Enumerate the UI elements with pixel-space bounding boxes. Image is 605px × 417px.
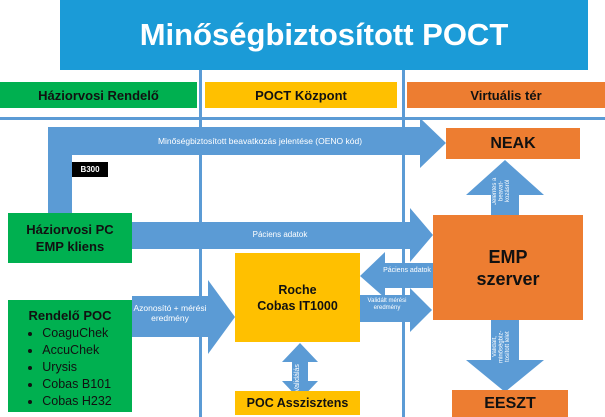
poc-device: Cobas B101 — [42, 376, 112, 393]
validalas-arrow — [282, 343, 318, 400]
oeno-arrow-label: Minőségbiztosított beavatkozás jelentése… — [157, 136, 363, 146]
lelet-arrow — [466, 320, 544, 392]
poc-device: AccuChek — [42, 342, 112, 359]
roche-cobas-box: Roche Cobas IT1000 — [235, 253, 360, 342]
paciens-back-arrow — [360, 252, 433, 298]
emp-szerver-box: EMP szerver — [433, 215, 583, 320]
validalt-arrow — [360, 288, 432, 332]
paciens-arrow-label: Páciens adatok — [252, 230, 308, 239]
haziorvosi-pc-box: Háziorvosi PC EMP kliens — [8, 213, 132, 263]
eeszt-box: EESZT — [452, 390, 568, 417]
roche-line2: Cobas IT1000 — [257, 298, 338, 313]
azonosito-arrow — [132, 280, 235, 354]
poc-title: Rendelő POC — [28, 308, 112, 323]
header-divider — [0, 117, 605, 120]
page-title: Minőségbiztosított POCT — [60, 0, 588, 70]
poc-device: Urysis — [42, 359, 112, 376]
paciens-back-arrow-label: Páciens adatok — [383, 267, 431, 274]
poc-device-list: CoaguChek AccuChek Urysis Cobas B101 Cob… — [28, 325, 112, 410]
column-header-haziorvosi: Háziorvosi Rendelő — [0, 82, 197, 108]
oeno-arrow — [48, 118, 446, 215]
poc-asszisztens-box: POC Asszisztens — [235, 391, 360, 415]
validalt-arrow-label: Validált mérési eredmény — [367, 298, 407, 312]
lelet-arrow-label: Validált, minőségbiz-tosított lelet — [492, 330, 512, 364]
b300-badge: B300 — [72, 162, 108, 177]
roche-line1: Roche — [278, 282, 317, 297]
paciens-arrow — [132, 208, 433, 262]
poc-device: Cobas H232 — [42, 393, 112, 410]
pc-line2: EMP kliens — [35, 239, 105, 254]
jelentes-arrow-label: Jelentés a beavat-kozásról — [492, 177, 512, 205]
poc-device: CoaguChek — [42, 325, 112, 342]
emp-line2: szerver — [476, 268, 540, 289]
emp-line1: EMP — [488, 246, 528, 267]
jelentes-arrow — [466, 160, 544, 215]
neak-box: NEAK — [446, 128, 580, 159]
rendelo-poc-box: Rendelő POC CoaguChek AccuChek Urysis Co… — [8, 300, 132, 412]
azonosito-arrow-label: Azonosító + mérési eredmény — [133, 303, 207, 324]
column-header-poct: POCT Központ — [205, 82, 397, 108]
column-header-virtualis: Virtuális tér — [407, 82, 605, 108]
pc-line1: Háziorvosi PC — [26, 222, 114, 237]
